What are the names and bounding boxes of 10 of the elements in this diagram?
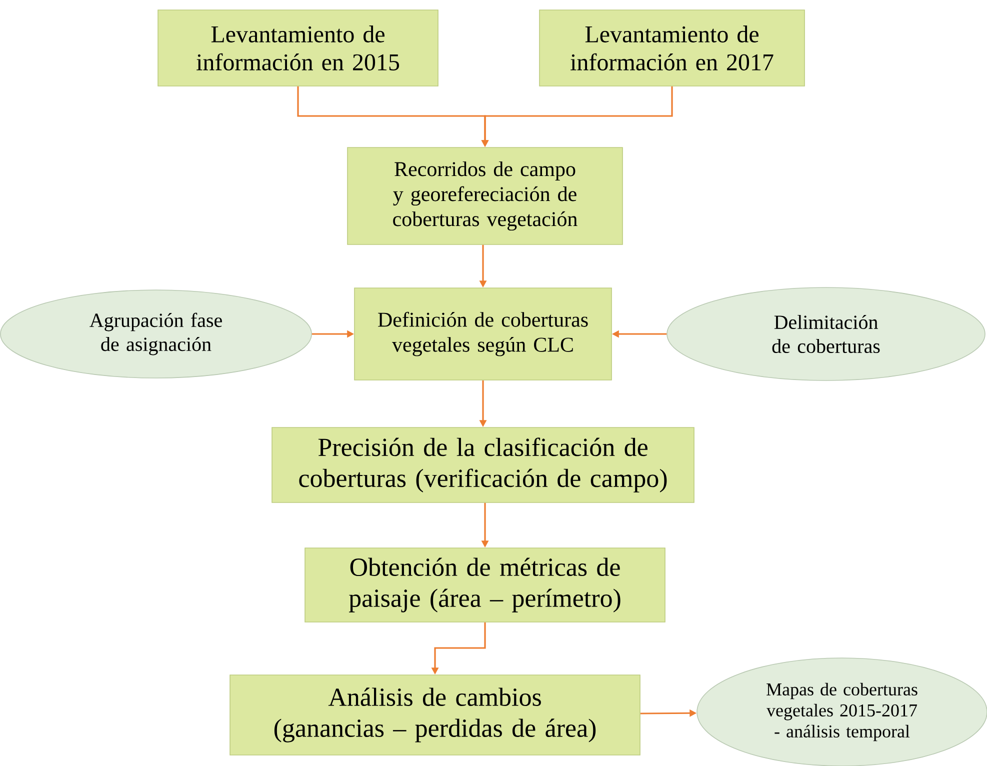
process-box: Recorridos de campo y georefereciación de coberturas vegetación — [347, 147, 623, 245]
process-box: Levantamiento de información en 2015 — [158, 10, 438, 86]
ellipse-node: Agrupación fase de asignación — [0, 290, 312, 378]
ellipse-node: Mapas de coberturas vegetales 2015-2017 - análisis temporal — [696, 658, 987, 766]
process-box: Análisis de cambios (ganancias – perdidas de área) — [230, 674, 640, 756]
process-box: Definición de coberturas vegetales según CLC — [354, 288, 612, 380]
process-box: Precisión de la clasificación de coberturas (verificación de campo) — [272, 427, 694, 503]
process-box: Obtención de métricas de paisaje (área – perímetro) — [304, 548, 666, 622]
ellipse-node: Delimitación de coberturas — [666, 287, 986, 381]
process-box: Levantamiento de información en 2017 — [539, 10, 805, 86]
